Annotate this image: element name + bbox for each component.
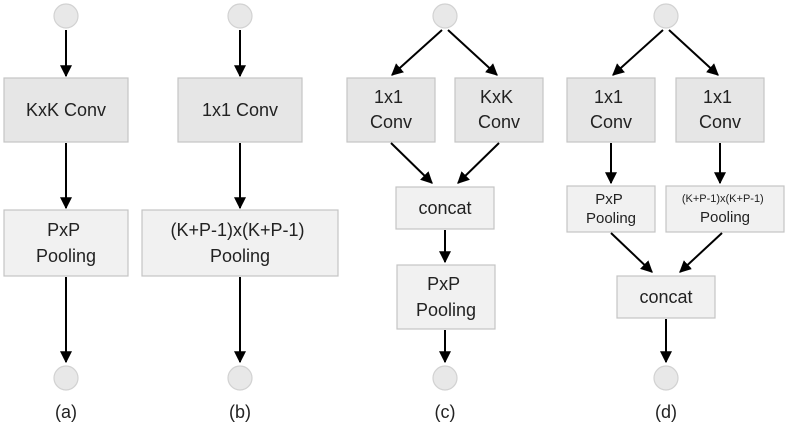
concat-label: concat bbox=[418, 198, 471, 218]
right-pooling-label-line-2: Pooling bbox=[700, 209, 750, 226]
diagram-label: (c) bbox=[435, 402, 456, 422]
edge-left-conv-to-concat bbox=[391, 143, 432, 183]
right-conv-box: 1x1 Conv bbox=[676, 78, 764, 142]
concat-label-line-1: concat bbox=[639, 287, 692, 307]
edge-input-to-right-conv bbox=[669, 30, 718, 75]
conv-label-line-1: KxK Conv bbox=[26, 100, 106, 120]
concat-box: concat bbox=[617, 276, 715, 318]
pooling-label-line-2: Pooling bbox=[416, 300, 476, 320]
output-node bbox=[54, 366, 78, 390]
diagram-label: (b) bbox=[229, 402, 251, 422]
edge-input-to-right-conv bbox=[448, 30, 497, 75]
input-node bbox=[654, 4, 678, 28]
left-conv-box: 1x1 Conv bbox=[567, 78, 655, 142]
left-conv-label-line-1: 1x1 bbox=[374, 87, 403, 107]
diagram-a: KxK Conv PxP Pooling (a) bbox=[4, 4, 128, 422]
edge-left-pooling-to-concat bbox=[611, 233, 652, 272]
input-node bbox=[433, 4, 457, 28]
edge-right-conv-to-concat bbox=[458, 143, 499, 183]
right-conv-box: KxK Conv bbox=[455, 78, 543, 142]
right-conv-label-line-1: KxK bbox=[480, 87, 513, 107]
edge-input-to-left-conv bbox=[613, 30, 663, 75]
diagram-c: 1x1 Conv KxK Conv concat PxP Pooling bbox=[347, 4, 543, 422]
left-pooling-label-line-1: PxP bbox=[595, 191, 623, 208]
diagram-b: 1x1 Conv (K+P-1)x(K+P-1) Pooling (b) bbox=[142, 4, 338, 422]
pooling-box: (K+P-1)x(K+P-1) Pooling bbox=[142, 210, 338, 276]
left-conv-label-line-2: Conv bbox=[590, 112, 632, 132]
diagram-d: 1x1 Conv 1x1 Conv PxP Pooling (K+P-1)x(K… bbox=[567, 4, 784, 422]
right-conv-label-line-1: 1x1 bbox=[703, 87, 732, 107]
concat-label: concat bbox=[639, 287, 692, 307]
output-node bbox=[654, 366, 678, 390]
concat-label-line-1: concat bbox=[418, 198, 471, 218]
output-node bbox=[228, 366, 252, 390]
edge-right-pooling-to-concat bbox=[680, 233, 722, 272]
left-conv-label-line-2: Conv bbox=[370, 112, 412, 132]
left-pooling-label-line-2: Pooling bbox=[586, 210, 636, 227]
pooling-box: PxP Pooling bbox=[4, 210, 128, 276]
right-pooling-label-line-1: (K+P-1)x(K+P-1) bbox=[682, 193, 764, 205]
conv-box: KxK Conv bbox=[4, 78, 128, 142]
conv-label-line-1: 1x1 Conv bbox=[202, 100, 278, 120]
concat-box: concat bbox=[396, 187, 494, 229]
right-conv-label-line-2: Conv bbox=[699, 112, 741, 132]
input-node bbox=[54, 4, 78, 28]
left-conv-label-line-1: 1x1 bbox=[594, 87, 623, 107]
pooling-label-line-1: PxP bbox=[47, 220, 80, 240]
right-pooling-box: (K+P-1)x(K+P-1) Pooling bbox=[666, 186, 784, 232]
diagram-label: (d) bbox=[655, 402, 677, 422]
pooling-label-line-1: PxP bbox=[427, 274, 460, 294]
output-node bbox=[433, 366, 457, 390]
diagram-label: (a) bbox=[55, 402, 77, 422]
edge-input-to-left-conv bbox=[392, 30, 442, 75]
input-node bbox=[228, 4, 252, 28]
right-conv-label-line-2: Conv bbox=[478, 112, 520, 132]
left-pooling-box: PxP Pooling bbox=[567, 186, 655, 232]
pooling-box: PxP Pooling bbox=[397, 265, 495, 329]
pooling-label-line-2: Pooling bbox=[36, 246, 96, 266]
conv-label: KxK Conv bbox=[26, 100, 106, 120]
left-conv-box: 1x1 Conv bbox=[347, 78, 435, 142]
conv-label: 1x1 Conv bbox=[202, 100, 278, 120]
pooling-label-line-2: Pooling bbox=[210, 246, 270, 266]
conv-box: 1x1 Conv bbox=[178, 78, 302, 142]
pooling-label-line-1: (K+P-1)x(K+P-1) bbox=[170, 220, 304, 240]
